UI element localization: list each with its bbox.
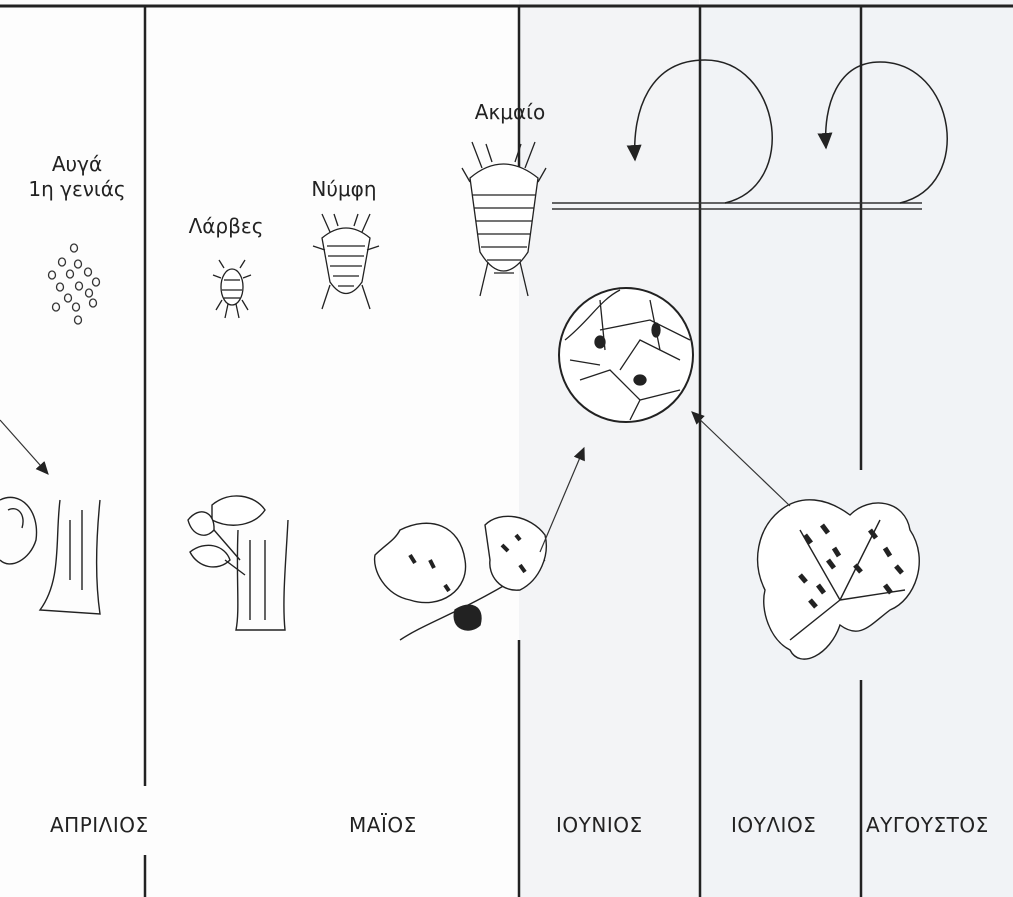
pointer-arrows (0, 412, 790, 552)
month-label-july: ΙΟΥΛΙΟΣ (731, 813, 816, 837)
generation-lines (552, 203, 922, 209)
vine-bud-drawing (0, 497, 100, 614)
vine-branch-drawing (375, 516, 547, 640)
eggs-cluster (49, 244, 100, 324)
eggs-label-line1: Αυγά (22, 152, 132, 177)
month-label-april: ΑΠΡΙΛΙΟΣ (50, 813, 149, 837)
generation-loop-arrow-1 (635, 60, 773, 203)
month-label-june: ΙΟΥΝΙΟΣ (556, 813, 643, 837)
larvae-label: Λάρβες (178, 214, 274, 239)
eggs-label-line2: 1η γενιάς (22, 177, 132, 202)
nymph-drawing (313, 214, 379, 309)
eggs-label: Αυγά 1η γενιάς (22, 152, 132, 202)
vine-shoot-drawing (188, 496, 288, 630)
generation-loop-arrow-2 (826, 62, 948, 203)
adult-label: Ακμαίο (462, 100, 558, 125)
month-label-august: ΑΥΓΟΥΣΤΟΣ (866, 813, 989, 837)
magnified-leaf-circle (559, 288, 693, 422)
larva-drawing (213, 260, 251, 318)
month-label-may: ΜΑΪΟΣ (349, 813, 417, 837)
damaged-leaf-drawing (758, 500, 920, 659)
adult-mite-drawing (462, 142, 546, 296)
nymph-label: Νύμφη (296, 177, 392, 202)
month-dividers (145, 6, 861, 897)
